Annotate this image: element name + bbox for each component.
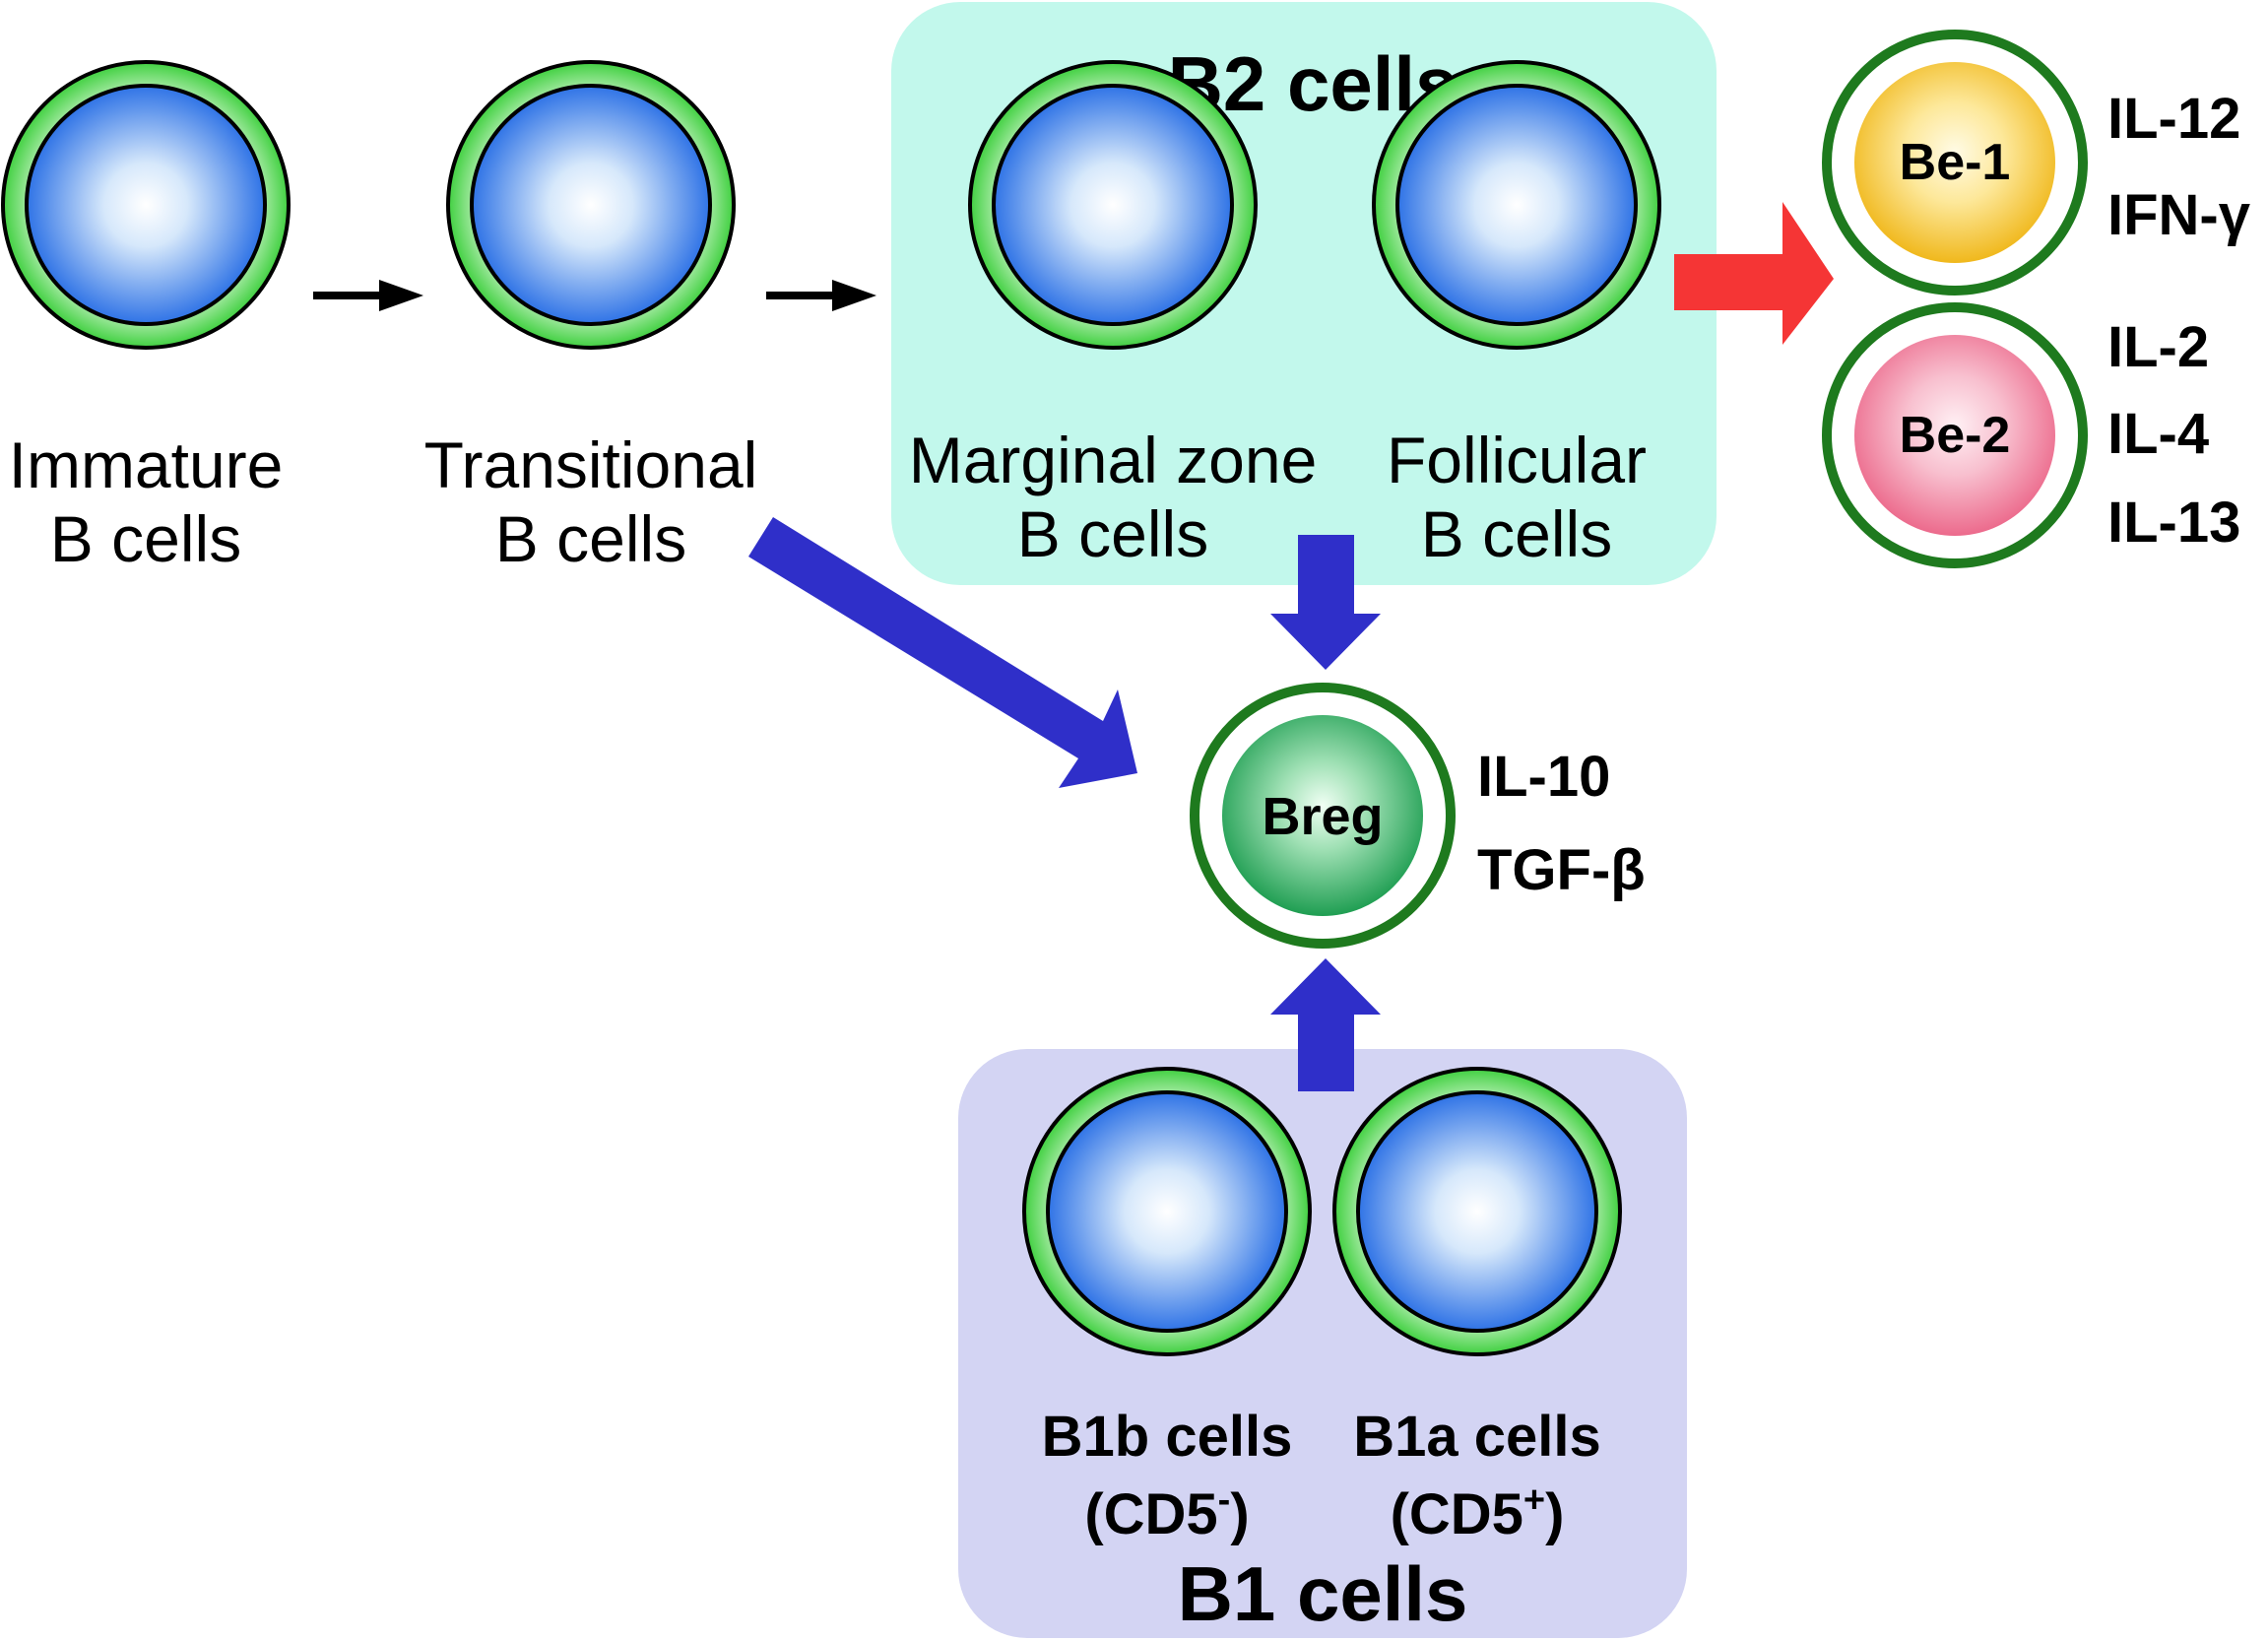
b1a-label-line1: B1a cells — [1353, 1405, 1601, 1469]
b1a-label-line2: (CD5+) — [1391, 1479, 1565, 1546]
b1b-cd5-sup: - — [1218, 1479, 1231, 1521]
immature-label-line1: Immature — [9, 428, 284, 501]
marginal-label-line2: B cells — [1017, 497, 1208, 570]
be2-cytokine-il2: IL-2 — [2107, 315, 2209, 379]
b1a-cd5-open: (CD5 — [1391, 1482, 1523, 1546]
be1-label: Be-1 — [1900, 134, 2011, 191]
immature-label-line2: B cells — [50, 502, 241, 575]
be2-cell — [1822, 302, 2088, 568]
breg-cytokine-tgfb: TGF-β — [1477, 838, 1646, 902]
transitional-label-line2: B cells — [495, 502, 686, 575]
follicular-label-line2: B cells — [1421, 497, 1612, 570]
be1-cell — [1822, 30, 2088, 295]
arrow-immature-to-transitional — [313, 280, 423, 311]
transitional-b-cell — [446, 60, 736, 350]
b1a-cell — [1332, 1067, 1622, 1356]
b1b-cell — [1022, 1067, 1312, 1356]
arrow-transitional-to-b2 — [766, 280, 876, 311]
be1-cytokine-ifng: IFN-γ — [2107, 183, 2251, 247]
marginal-zone-b-cell — [968, 60, 1258, 350]
follicular-label-line1: Follicular — [1387, 424, 1647, 496]
arrow-transitional-to-breg — [748, 517, 1137, 788]
breg-label: Breg — [1262, 787, 1383, 846]
immature-b-cell — [1, 60, 291, 350]
b1-group-title: B1 cells — [1178, 1550, 1468, 1637]
b1b-label-line1: B1b cells — [1042, 1405, 1293, 1469]
b1a-cd5-sup: + — [1523, 1479, 1545, 1521]
b1a-cd5-close: ) — [1545, 1482, 1564, 1546]
breg-cell — [1190, 683, 1456, 949]
b1b-label-line2: (CD5-) — [1084, 1479, 1249, 1546]
be2-cytokine-il13: IL-13 — [2107, 491, 2240, 555]
be2-cytokine-il4: IL-4 — [2107, 402, 2209, 466]
arrow-follicular-to-effector — [1674, 202, 1834, 345]
be1-cytokine-il12: IL-12 — [2107, 87, 2240, 151]
transitional-label-line1: Transitional — [424, 428, 758, 501]
arrow-b1-to-breg — [1270, 958, 1381, 1091]
b1b-cd5-close: ) — [1230, 1482, 1249, 1546]
breg-cytokine-il10: IL-10 — [1477, 745, 1610, 809]
marginal-label-line1: Marginal zone — [909, 424, 1318, 496]
be2-label: Be-2 — [1900, 407, 2011, 464]
b1b-cd5-open: (CD5 — [1084, 1482, 1217, 1546]
follicular-b-cell — [1372, 60, 1661, 350]
arrow-follicular-to-breg — [1270, 535, 1381, 670]
